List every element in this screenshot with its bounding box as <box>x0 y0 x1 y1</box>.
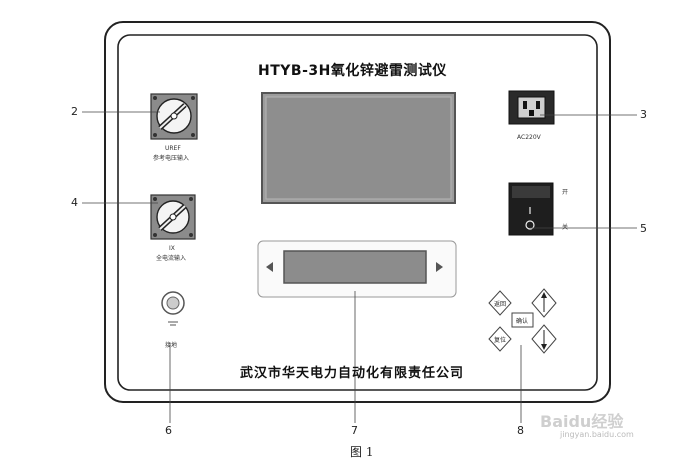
back-key-label: 返回 <box>494 301 507 308</box>
callout-3: 3 <box>640 108 647 121</box>
printer-slot <box>283 250 427 284</box>
ix-sublabel: 全电流输入 <box>156 255 187 262</box>
reset-key[interactable] <box>488 326 512 352</box>
callout-6: 6 <box>165 424 172 437</box>
arrow-left-icon <box>266 262 273 272</box>
callout-5: 5 <box>640 222 647 235</box>
power-socket-label: AC220V <box>517 134 541 141</box>
confirm-key[interactable] <box>511 312 534 328</box>
ix-label: IX <box>169 245 175 252</box>
watermark-brand: Baidu经验 <box>540 412 624 431</box>
uref-connector[interactable] <box>150 93 198 140</box>
switch-on-label: 开 <box>562 189 569 196</box>
callout-8: 8 <box>517 424 524 437</box>
front-panel <box>117 34 598 391</box>
uref-label: UREF <box>165 145 181 152</box>
uref-sublabel: 参考电压输入 <box>153 155 190 162</box>
callout-4: 4 <box>71 196 78 209</box>
outer-casing <box>104 21 611 403</box>
watermark-url: jingyan.baidu.com <box>560 430 634 439</box>
panel-title: HTYB-3H氧化锌避雷测试仪 <box>258 63 447 79</box>
figure-caption: 图 1 <box>350 445 374 459</box>
ix-connector[interactable] <box>150 194 196 240</box>
ground-terminal[interactable] <box>161 291 185 326</box>
reset-key-label: 复位 <box>494 337 507 344</box>
power-socket[interactable] <box>508 90 555 125</box>
switch-off-label: 关 <box>562 224 569 231</box>
callout-lines <box>82 111 637 423</box>
power-switch[interactable] <box>508 182 554 236</box>
arrow-right-icon <box>436 262 443 272</box>
callout-2: 2 <box>71 105 78 118</box>
confirm-key-label: 确认 <box>516 318 529 325</box>
manufacturer-label: 武汉市华天电力自动化有限责任公司 <box>240 366 465 381</box>
keypad <box>488 288 557 354</box>
back-key[interactable] <box>488 290 512 316</box>
ground-label: 接地 <box>165 342 178 349</box>
callout-7: 7 <box>351 424 358 437</box>
